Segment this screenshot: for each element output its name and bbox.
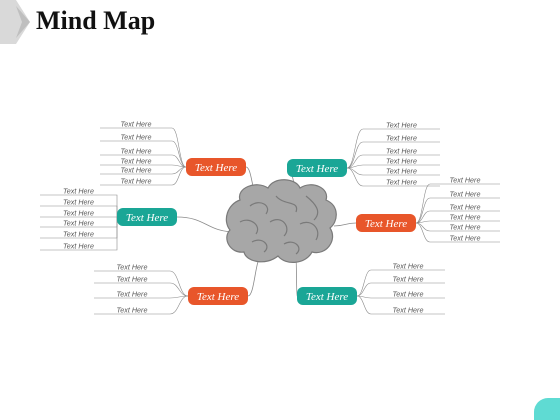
leaf-label: Text Here: [121, 120, 152, 129]
leaf-label: Text Here: [63, 209, 94, 218]
brain-icon: [225, 179, 337, 263]
leaf-label: Text Here: [393, 275, 424, 284]
leaf-label: Text Here: [386, 134, 417, 143]
leaf-label: Text Here: [121, 166, 152, 175]
hub-pill: [186, 158, 246, 176]
leaf-item: Text Here: [40, 217, 118, 228]
hub-label: Text Here: [306, 291, 348, 303]
leaf-item: Text Here: [94, 290, 189, 299]
leaf-label: Text Here: [117, 290, 148, 299]
hub-node-bottom-left[interactable]: Text Here: [188, 287, 248, 305]
page-title: Mind Map: [36, 6, 156, 35]
leaf-label: Text Here: [450, 176, 481, 185]
hub-node-mid-left[interactable]: Text Here: [117, 208, 177, 226]
leaf-label: Text Here: [63, 230, 94, 239]
leaf-label: Text Here: [121, 147, 152, 156]
leaf-item: Text Here: [415, 223, 500, 232]
leaf-item: Text Here: [415, 213, 500, 224]
leaf-item: Text Here: [100, 166, 187, 186]
leaf-label: Text Here: [121, 177, 152, 186]
leaf-item: Text Here: [356, 290, 445, 299]
leaf-label: Text Here: [450, 213, 481, 222]
hub-node-top-right[interactable]: Text Here: [287, 159, 347, 177]
hub-pill: [188, 287, 248, 305]
leaf-label: Text Here: [386, 121, 417, 130]
leaf-label: Text Here: [386, 178, 417, 187]
leaf-item: Text Here: [40, 209, 117, 218]
leaf-label: Text Here: [450, 234, 481, 243]
leaf-item: Text Here: [94, 263, 189, 297]
hub-node-mid-right[interactable]: Text Here: [356, 214, 416, 232]
leaf-label: Text Here: [450, 190, 481, 199]
leaf-item: Text Here: [346, 134, 440, 169]
corner-decoration: [0, 0, 30, 44]
leaf-label: Text Here: [121, 133, 152, 142]
leaf-label: Text Here: [386, 167, 417, 176]
leaf-label: Text Here: [450, 223, 481, 232]
leaf-item: Text Here: [100, 157, 187, 168]
leaf-item: Text Here: [356, 275, 445, 297]
leaf-item: Text Here: [100, 166, 187, 175]
leaf-label: Text Here: [393, 262, 424, 271]
leaf-item: Text Here: [346, 167, 440, 187]
leaf-item: Text Here: [94, 295, 189, 315]
leaf-item: Text Here: [415, 176, 500, 224]
leaf-item: Text Here: [415, 203, 500, 224]
leaf-label: Text Here: [386, 157, 417, 166]
leaf-item: Text Here: [94, 275, 189, 297]
hub-link: [333, 222, 357, 227]
leaf-label: Text Here: [393, 306, 424, 315]
leaf-label: Text Here: [63, 219, 94, 228]
leaf-label: Text Here: [393, 290, 424, 299]
hub-label: Text Here: [197, 291, 239, 303]
leaf-item: Text Here: [100, 133, 187, 168]
hub-node-top-left[interactable]: Text Here: [186, 158, 246, 176]
hub-pill: [356, 214, 416, 232]
hub-label: Text Here: [365, 218, 407, 230]
leaf-label: Text Here: [63, 187, 94, 196]
hub-label: Text Here: [296, 163, 338, 175]
leaf-label: Text Here: [386, 147, 417, 156]
leaf-label: Text Here: [117, 263, 148, 272]
leaf-item: Text Here: [100, 147, 187, 168]
leaf-item: Text Here: [415, 190, 500, 224]
leaf-item: Text Here: [356, 262, 445, 297]
leaf-label: Text Here: [450, 203, 481, 212]
hub-pill: [297, 287, 357, 305]
hub-link: [295, 257, 298, 297]
leaf-item: Text Here: [346, 167, 440, 176]
hub-label: Text Here: [126, 212, 168, 224]
leaf-item: Text Here: [415, 222, 500, 243]
leaf-label: Text Here: [63, 242, 94, 251]
leaf-item: Text Here: [346, 121, 440, 169]
hub-node-bottom-right[interactable]: Text Here: [297, 287, 357, 305]
hub-label: Text Here: [195, 162, 237, 174]
leaf-label: Text Here: [121, 157, 152, 166]
leaf-item: Text Here: [356, 295, 445, 315]
leaf-label: Text Here: [117, 306, 148, 315]
hub-pill: [117, 208, 177, 226]
leaf-item: Text Here: [346, 147, 440, 169]
corner-tab: [534, 398, 560, 420]
hub-pill: [287, 159, 347, 177]
leaf-label: Text Here: [117, 275, 148, 284]
leaf-label: Text Here: [63, 198, 94, 207]
leaf-item: Text Here: [346, 157, 440, 169]
